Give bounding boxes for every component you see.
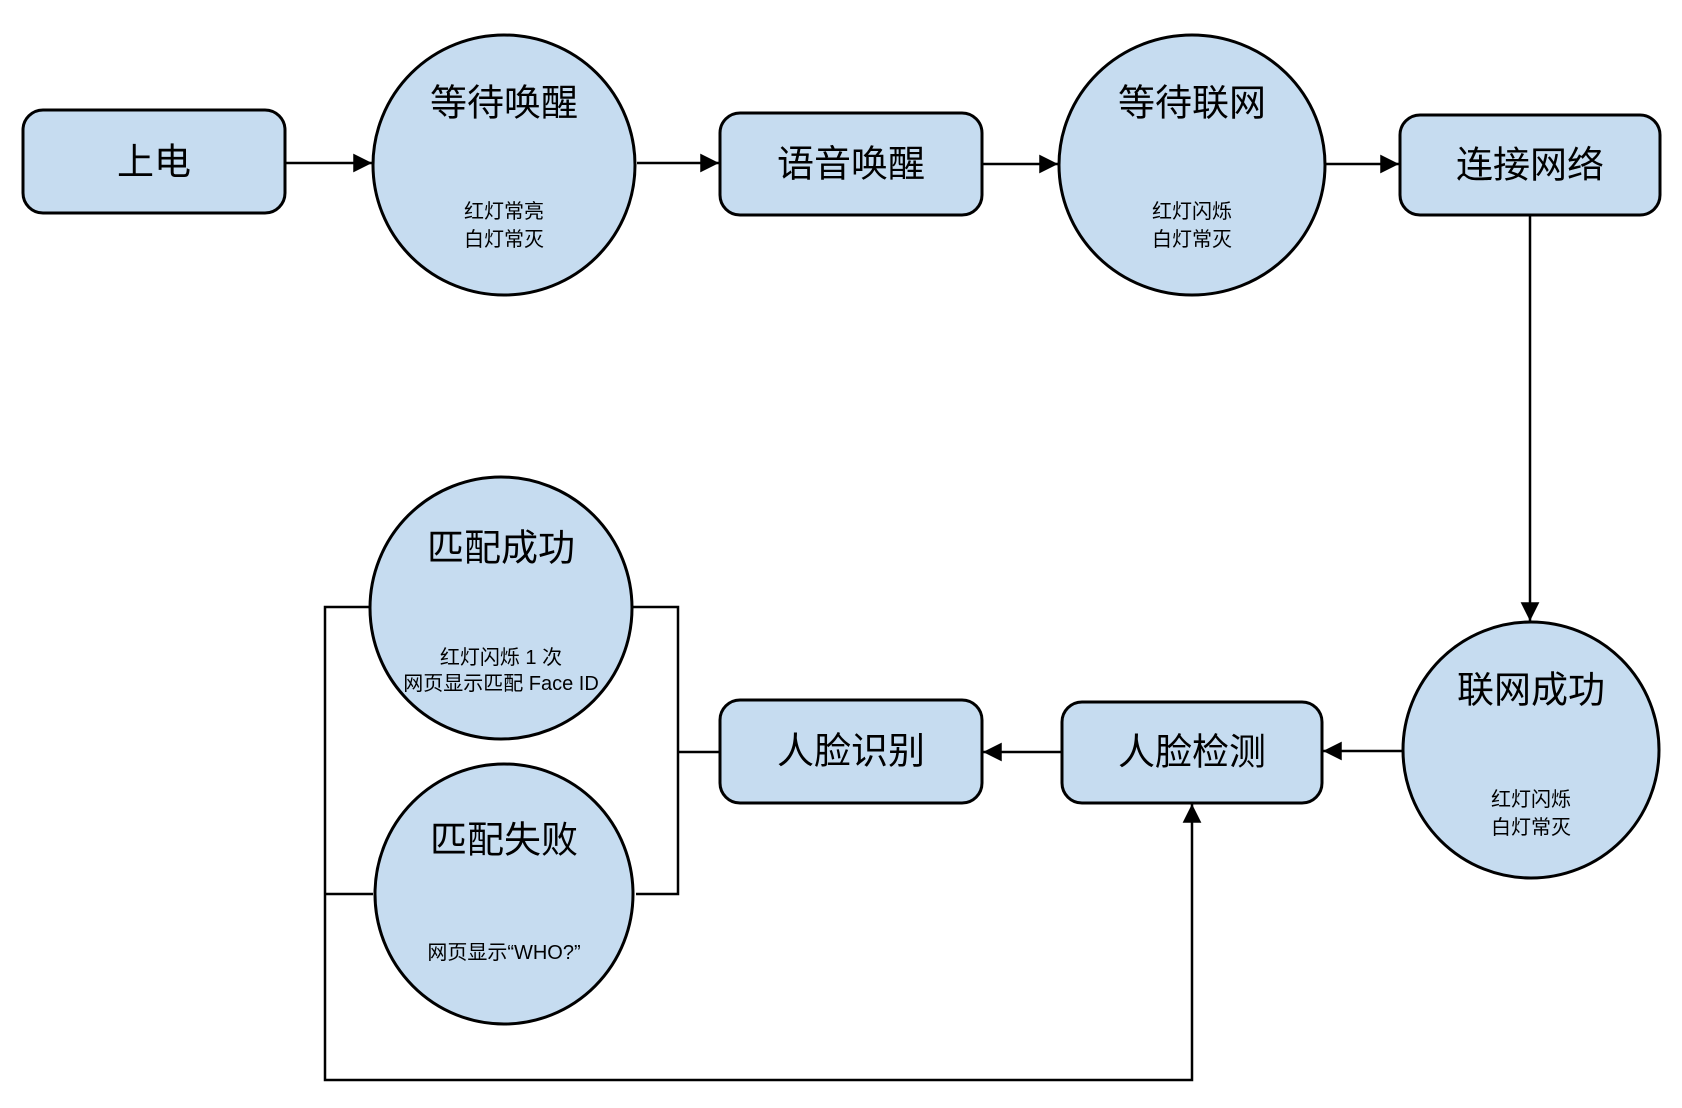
node-voice-wake-shape [718,111,984,217]
node-match-fail: 匹配失败 网页显示“WHO?” [373,762,635,1026]
node-voice-wake-label: 语音唤醒 [777,144,925,185]
node-connect-network: 连接网络 [1398,113,1662,217]
node-power-on: 上电 [21,108,287,215]
node-connect-network-shape [1398,113,1662,217]
node-face-detect: 人脸检测 [1060,700,1324,805]
node-face-detect-label: 人脸检测 [1118,732,1266,773]
node-wait-network-note-2: 白灯常灭 [1152,228,1232,251]
edge-loop-back-to-face-detect [323,605,1202,1082]
node-network-success-note-1: 红灯闪烁 [1491,788,1571,811]
node-wait-wake-note-1: 红灯常亮 [464,200,544,223]
node-network-success: 联网成功 红灯闪烁 白灯常灭 [1401,620,1661,880]
node-match-success: 匹配成功 红灯闪烁 1 次 网页显示匹配 Face ID [368,475,634,741]
node-voice-wake: 语音唤醒 [718,111,984,217]
node-wait-wake-label: 等待唤醒 [430,83,578,124]
node-wait-network: 等待联网 红灯闪烁 白灯常灭 [1057,33,1327,297]
edges [285,153,1540,1082]
node-match-fail-note-1: 网页显示“WHO?” [427,942,580,964]
node-match-success-note-2: 网页显示匹配 Face ID [403,673,599,695]
node-wait-network-label: 等待联网 [1118,83,1266,124]
node-face-recognize: 人脸识别 [718,698,984,805]
node-wait-wake: 等待唤醒 红灯常亮 白灯常灭 [371,33,637,297]
edge-bracket-results [632,605,680,896]
node-match-fail-shape [373,762,635,1026]
node-power-on-label: 上电 [117,142,191,183]
node-face-detect-shape [1060,700,1324,805]
node-face-recognize-shape [718,698,984,805]
node-match-success-note-1: 红灯闪烁 1 次 [440,646,562,669]
node-wait-wake-shape [371,33,637,297]
node-power-on-shape [21,108,287,215]
node-network-success-label: 联网成功 [1457,670,1605,711]
node-match-fail-label: 匹配失败 [430,820,578,861]
node-wait-network-note-1: 红灯闪烁 [1152,200,1232,223]
node-match-success-shape [368,475,634,741]
node-face-recognize-label: 人脸识别 [777,731,925,772]
node-wait-wake-note-2: 白灯常灭 [464,228,544,251]
node-network-success-shape [1401,620,1661,880]
node-match-success-label: 匹配成功 [427,528,575,569]
node-wait-network-shape [1057,33,1327,297]
node-network-success-note-2: 白灯常灭 [1491,816,1571,839]
node-connect-network-label: 连接网络 [1456,145,1604,186]
